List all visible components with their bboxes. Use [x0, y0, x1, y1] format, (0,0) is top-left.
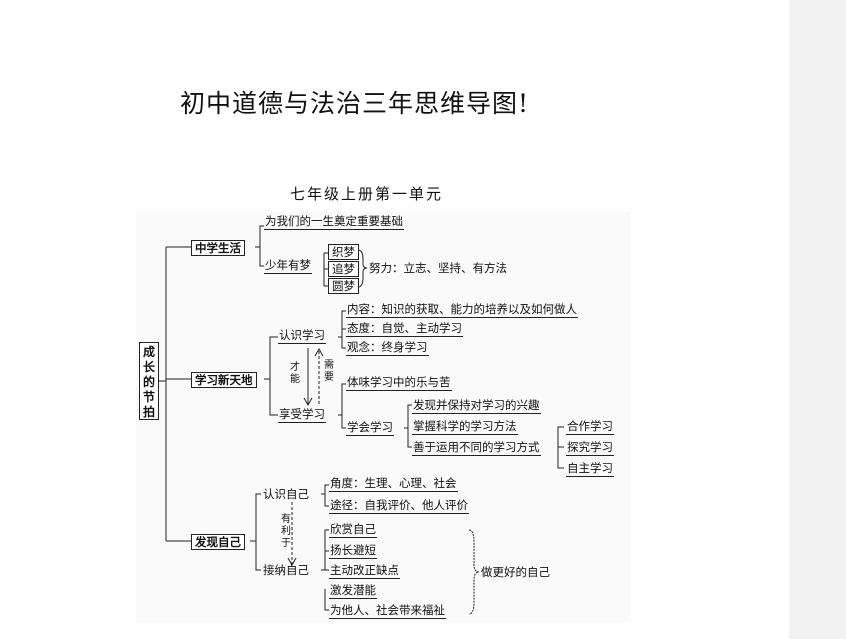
- self-angle: 角度：生理、心理、社会: [329, 476, 458, 492]
- mode-cooperative: 合作学习: [566, 419, 614, 435]
- branch-learning-world: 学习新天地: [191, 372, 257, 388]
- document-title: 初中道德与法治三年思维导图!: [180, 89, 530, 118]
- dream-weave: 织梦: [328, 244, 359, 260]
- different-ways: 善于运用不同的学习方式: [412, 440, 541, 456]
- mode-inquiry: 探究学习: [566, 440, 614, 456]
- learning-attitude: 态度：自觉、主动学习: [346, 321, 463, 337]
- effort-note: 努力：立志、坚持、有方法: [369, 261, 507, 275]
- root-node: 成长的节拍: [139, 342, 159, 420]
- arrow-label-need: 需要: [324, 360, 334, 383]
- self-approach: 途径：自我评价、他人评价: [329, 498, 469, 514]
- unit-heading: 七年级上册第一单元: [290, 185, 444, 203]
- mind-map: 成长的节拍 中学生活 为我们的一生奠定重要基础 少年有梦 织梦 追梦 圆梦 努力…: [136, 212, 630, 622]
- arrow-label-beneficial: 有利于: [281, 514, 291, 549]
- mind-map-connectors: [159, 225, 564, 615]
- learning-content: 内容：知识的获取、能力的培养以及如何做人: [346, 302, 578, 318]
- joy-and-bitterness: 体味学习中的乐与苦: [346, 375, 452, 391]
- branch-discover-self: 发现自己: [191, 534, 245, 550]
- mode-independent: 自主学习: [566, 461, 614, 477]
- youth-dream-node: 少年有梦: [264, 258, 312, 274]
- learn-to-learn-node: 学会学习: [346, 420, 394, 436]
- know-learning-node: 认识学习: [278, 328, 326, 344]
- correct-shortcomings: 主动改正缺点: [329, 563, 400, 579]
- use-strengths: 扬长避短: [329, 543, 377, 559]
- arrow-label-ability: 才能: [290, 362, 300, 385]
- scrollbar-track[interactable]: [789, 0, 846, 639]
- dream-fulfill: 圆梦: [328, 278, 359, 294]
- learning-concept: 观念：终身学习: [346, 340, 429, 356]
- appreciate-self: 欣赏自己: [329, 522, 377, 538]
- foundation-item: 为我们的一生奠定重要基础: [264, 214, 404, 230]
- scientific-methods: 掌握科学的学习方法: [412, 419, 518, 435]
- know-self-node: 认识自己: [263, 487, 309, 501]
- benefit-society: 为他人、社会带来福祉: [329, 603, 446, 619]
- branch-middle-school-life: 中学生活: [191, 240, 245, 256]
- enjoy-learning-node: 享受学习: [278, 407, 326, 423]
- keep-interest: 发现并保持对学习的兴趣: [412, 398, 541, 414]
- stimulate-potential: 激发潜能: [329, 583, 377, 599]
- better-self-result: 做更好的自己: [481, 565, 550, 579]
- dream-chase: 追梦: [328, 261, 359, 277]
- accept-self-node: 接纳自己: [263, 563, 309, 577]
